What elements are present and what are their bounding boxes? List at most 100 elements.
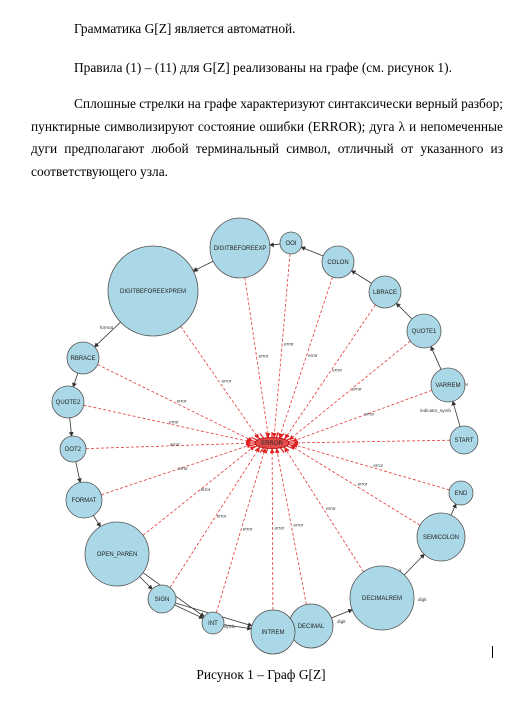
error-edge-intrem [269, 448, 275, 611]
burst-ray [265, 447, 269, 454]
error-edge-label: error [170, 442, 180, 447]
error-edge-lbrace [284, 304, 376, 439]
error-edge-label: error [259, 353, 269, 358]
node-circle [416, 512, 466, 562]
node-label: OOI [285, 241, 296, 247]
edge-quote1-lbrace [395, 302, 413, 320]
node-circle [279, 231, 303, 255]
node-sign: SIGN [147, 584, 177, 614]
node-quote1: QUOTE1 [406, 313, 442, 349]
node-dot2: DOT2 [59, 435, 87, 463]
node-end: END [448, 480, 474, 506]
edge-int-intrem [223, 624, 253, 631]
error-edge-label: error [308, 353, 318, 358]
edge-rbrace-quote2 [72, 373, 79, 388]
node-circle [65, 481, 103, 519]
node-lbrace: LBRACE [368, 275, 402, 309]
figure-caption: Рисунок 1 – Граф G[Z] [196, 667, 326, 682]
burst-ray [282, 434, 290, 440]
burst-ray [259, 433, 265, 440]
node-circle [430, 367, 466, 403]
edge-lbrace-colon [350, 270, 372, 284]
node-label: OPEN_PAREN [97, 552, 138, 558]
edge-dot2-format [75, 461, 82, 484]
node-format: FORMAT [65, 481, 103, 519]
error-edge-label: error [358, 482, 368, 487]
node-circle [51, 385, 85, 419]
error-edge-label: error [284, 341, 294, 346]
edge-open_paren-sign [139, 576, 153, 590]
edge-digitbeforeexp-digitbeforeexprem [192, 260, 214, 272]
node-circle [368, 275, 402, 309]
burst-ray [265, 432, 269, 439]
error-edge-label: error [332, 368, 342, 373]
burst-ray [254, 446, 262, 452]
paragraph-rules-graph: Правила (1) – (11) для G[Z] реализованы … [74, 60, 452, 75]
node-label: INTREM [262, 630, 285, 636]
error-edge-label: error [177, 399, 187, 404]
edge-label: digit [190, 267, 199, 272]
node-label: SIGN [155, 597, 170, 603]
error-edge-label: error [275, 526, 285, 531]
node-circle [250, 609, 296, 655]
node-varrem: VARREM [430, 367, 466, 403]
edge-colon-ooi [300, 246, 324, 257]
error-edge-varrem [292, 389, 432, 443]
node-label: FORMAT [72, 498, 97, 504]
paragraph-arrow-legend: Сплошные стрелки на графе характеризуют … [31, 96, 503, 179]
error-edge-int [216, 447, 267, 613]
error-edge-label: error [352, 386, 362, 391]
text-cursor [492, 646, 493, 658]
state-graph-figure: error error error error error error error error… [51, 217, 479, 655]
node-int: INT [201, 611, 225, 635]
burst-ray [275, 447, 279, 454]
edge-varrem-quote1 [430, 345, 442, 370]
burst-ray [282, 446, 290, 452]
edge-quote2-dot2 [68, 417, 74, 437]
node-open-paren: OPEN_PAREN [84, 521, 150, 587]
node-start: START [449, 425, 479, 455]
burst-ray [279, 446, 285, 453]
node-circle [84, 521, 150, 587]
node-rbrace: RBRACE [66, 341, 100, 375]
edge-label: digit [418, 597, 427, 602]
edge-start-varrem [451, 400, 461, 427]
error-edge-end [292, 443, 450, 491]
error-node: ERROR [248, 432, 296, 454]
edge-label: digit [337, 619, 346, 624]
error-edge-format [101, 443, 252, 496]
node-label: QUOTE2 [56, 400, 81, 406]
node-quote2: QUOTE2 [51, 385, 85, 419]
error-edge-colon [278, 276, 333, 439]
edge-decimalrem-semicolon [403, 553, 425, 576]
error-edge-label: error [217, 514, 227, 519]
error-edge-label: error [373, 463, 383, 468]
burst-ray [275, 432, 279, 439]
edge-label: indicator_symb [420, 408, 451, 413]
error-edge-decimalrem [284, 447, 364, 573]
node-intrem: INTREM [250, 609, 296, 655]
edge-sign-int [174, 604, 204, 619]
error-edge-label: error [201, 487, 211, 492]
node-circle [107, 245, 199, 337]
node-digitbeforeexprem: DIGITBEFOREEXPREM [107, 245, 199, 337]
node-ooi: OOI [279, 231, 303, 255]
paragraph-grammar-automaton: Грамматика G[Z] является автоматной. [74, 21, 296, 36]
node-circle [209, 217, 271, 279]
error-ellipse [254, 437, 290, 449]
error-edge-decimal [274, 448, 307, 605]
node-colon: COLON [321, 245, 355, 279]
node-decimal: DECIMAL [288, 603, 334, 649]
error-edge-digitbeforeexp [244, 277, 271, 438]
error-edge-digitbeforeexprem [180, 326, 259, 439]
error-edge-ooi [272, 253, 291, 438]
node-label: DIGITBEFOREEXPREM [120, 289, 186, 295]
node-label: INT [208, 621, 218, 627]
error-edge-sign [169, 447, 260, 588]
edge-format-open_paren [93, 515, 101, 528]
node-label: DECIMALREM [362, 596, 402, 602]
error-edge-label: error [326, 506, 336, 511]
node-label: COLON [327, 260, 348, 266]
node-circle [321, 245, 355, 279]
